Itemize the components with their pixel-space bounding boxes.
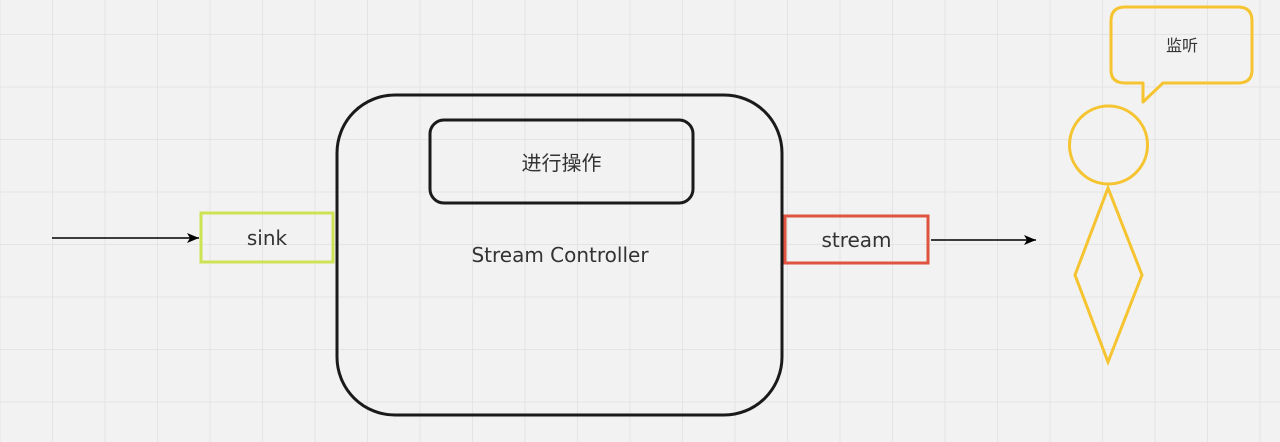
operation-box[interactable] xyxy=(428,118,695,205)
stream-box[interactable] xyxy=(783,214,930,265)
listener-head-icon xyxy=(1068,104,1149,186)
controller-label: Stream Controller xyxy=(471,243,649,267)
listener-body-icon xyxy=(1073,183,1144,367)
listen-label: 监听 xyxy=(1166,36,1198,55)
stream-controller-box[interactable] xyxy=(335,93,784,417)
sink-label: sink xyxy=(247,226,288,250)
operation-label: 进行操作 xyxy=(522,151,602,175)
stream-label: stream xyxy=(821,228,891,252)
speech-bubble[interactable] xyxy=(1109,5,1254,104)
listener-figure-icon[interactable] xyxy=(1068,104,1149,367)
sink-box[interactable] xyxy=(199,211,335,264)
